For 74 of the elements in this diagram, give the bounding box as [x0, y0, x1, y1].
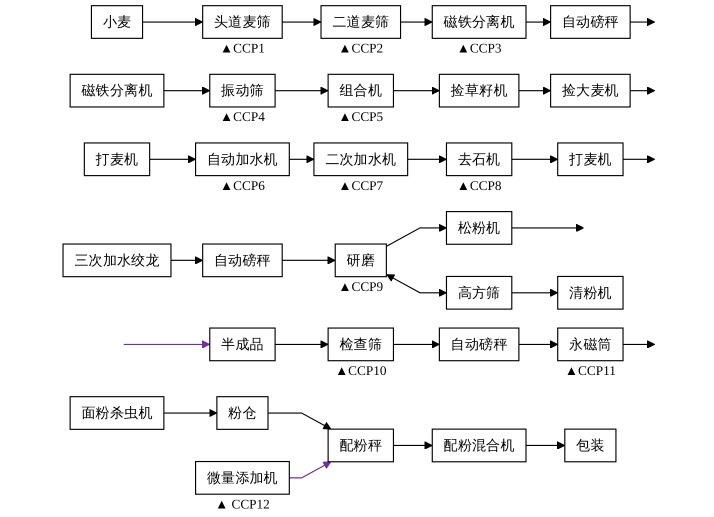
node-box: 打麦机 [84, 142, 150, 176]
node-box: 打麦机 [557, 142, 624, 176]
node-box: 配粉秤 [328, 428, 394, 462]
arrow [393, 441, 433, 450]
arrow [282, 18, 322, 26]
arrow [623, 340, 656, 349]
arrow [526, 18, 551, 26]
node-caption: ▲CCP5 [338, 109, 384, 124]
node-caption: ▲ CCP12 [215, 496, 270, 512]
node-caption: ▲CCP1 [220, 40, 265, 56]
node-box: 小麦 [90, 5, 144, 39]
arrow [518, 340, 558, 349]
node-caption: ▲CCP10 [335, 362, 386, 378]
node-box: 磁铁分离机 [432, 5, 527, 39]
node-box: 磁铁分离机 [70, 74, 164, 108]
arrow [268, 412, 332, 430]
node-box: 粉仓 [216, 396, 269, 430]
node-caption: ▲CCP8 [456, 178, 502, 193]
arrow [630, 18, 656, 26]
node-box: 头道麦筛 [202, 5, 283, 39]
arrow [282, 256, 336, 265]
arrow [275, 86, 328, 95]
node-box: 三次加水绞龙 [62, 243, 172, 278]
arrow [512, 224, 584, 232]
node-box: 自动磅秤 [202, 243, 283, 278]
node-caption: ▲CCP4 [220, 109, 265, 124]
node-box: 检查筛 [328, 327, 394, 362]
arrow [623, 155, 656, 164]
arrow [142, 18, 204, 26]
node-box: 半成品 [209, 327, 276, 362]
node-box: 永磁筒 [557, 327, 624, 362]
node-box: 包装 [564, 428, 616, 462]
arrow [408, 155, 447, 164]
node-box: 配粉混合机 [432, 428, 527, 462]
node-caption: ▲CCP11 [564, 362, 616, 378]
arrow [518, 86, 551, 95]
node-box: 清粉机 [557, 276, 624, 310]
node-box: 二次加水机 [313, 142, 408, 176]
node-box: 捡草籽机 [438, 74, 520, 108]
node-caption: ▲CCP3 [456, 40, 502, 56]
node-caption: ▲CCP2 [338, 40, 384, 56]
arrow [170, 256, 204, 265]
arrow [150, 155, 196, 164]
node-caption: ▲CCP9 [338, 278, 384, 294]
arrow [164, 408, 218, 418]
node-box: 研磨 [334, 243, 387, 278]
node-box: 自动磅秤 [550, 5, 631, 39]
arrow [164, 86, 210, 95]
arrow [275, 340, 328, 349]
arrow [400, 18, 433, 26]
node-box: 自动加水机 [195, 142, 290, 176]
arrow [393, 86, 440, 95]
arrow [526, 441, 566, 450]
arrow [124, 340, 210, 349]
arrow [289, 155, 314, 164]
arrow [386, 274, 447, 297]
arrow [393, 340, 440, 349]
arrow [512, 155, 558, 164]
arrow [289, 461, 332, 478]
node-box: 捡大麦机 [550, 74, 631, 108]
node-box: 去石机 [446, 142, 512, 176]
node-box: 组合机 [328, 74, 394, 108]
node-box: 松粉机 [446, 211, 512, 245]
node-box: 面粉杀虫机 [70, 396, 164, 430]
node-caption: ▲CCP7 [338, 178, 384, 193]
node-box: 二道麦筛 [320, 5, 402, 39]
node-box: 振动筛 [209, 74, 276, 108]
arrow [512, 288, 558, 297]
node-caption: ▲CCP6 [220, 178, 265, 193]
arrow [630, 86, 656, 95]
arrow [386, 224, 447, 247]
node-box: 高方筛 [446, 276, 512, 310]
node-box: 微量添加机 [195, 460, 290, 495]
node-box: 自动磅秤 [438, 327, 520, 362]
